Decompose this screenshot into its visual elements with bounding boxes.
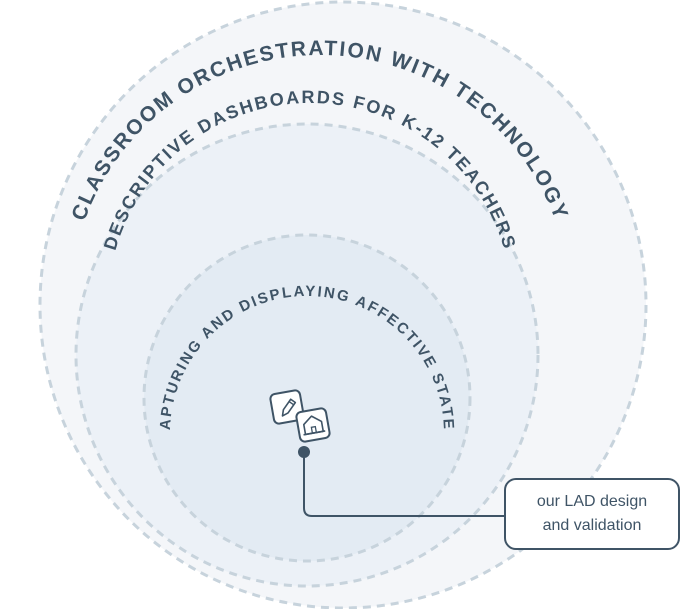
callout-line-1: our LAD design xyxy=(536,493,648,510)
callout-line-2: and validation xyxy=(542,517,642,534)
callout-box: our LAD design and validation xyxy=(504,478,680,550)
school-building-icon xyxy=(295,407,331,443)
pencil-icon xyxy=(269,389,305,425)
inner-circle xyxy=(142,233,472,563)
connector-dot xyxy=(298,446,310,458)
connector-line xyxy=(303,452,504,517)
